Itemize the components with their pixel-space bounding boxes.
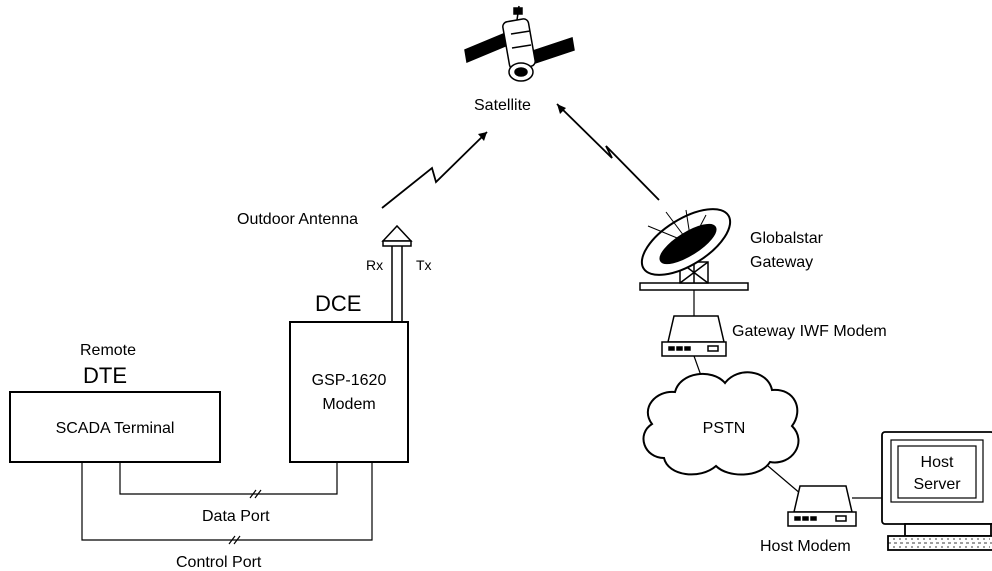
host-computer-icon [881, 431, 992, 551]
remote-label: Remote [80, 342, 136, 359]
scada-terminal-box [9, 391, 221, 463]
pstn-cloud [642, 371, 800, 476]
scada-terminal-label: SCADA Terminal [56, 420, 175, 437]
modem-label-line1: GSP-1620 [312, 372, 387, 389]
rx-label: Rx [366, 257, 383, 273]
gsp-modem-box [289, 321, 409, 463]
host-label-line1: Host [921, 454, 954, 471]
modem-label-line2: Modem [322, 396, 375, 413]
host-modem-icon [787, 485, 857, 527]
antenna-icon [381, 224, 413, 322]
gateway-label-line1: Globalstar [750, 230, 824, 247]
satellite-icon [464, 5, 575, 82]
host-modem-label: Host Modem [760, 538, 851, 555]
satellite-label: Satellite [474, 97, 531, 114]
gateway-label-line2: Gateway [750, 254, 813, 271]
uplink-bolt-left [381, 131, 488, 209]
gateway-modem-icon [661, 315, 727, 357]
data-port-cable [119, 462, 338, 499]
satellite-dish-icon [639, 208, 749, 291]
control-port-cable [81, 462, 373, 545]
data-port-label: Data Port [202, 508, 270, 525]
tx-label: Tx [416, 257, 432, 273]
dte-label: DTE [83, 363, 127, 388]
pstn-label: PSTN [703, 420, 746, 437]
dce-label: DCE [315, 291, 361, 316]
uplink-bolt-right [556, 103, 660, 201]
host-label-line2: Server [913, 476, 961, 493]
gateway-modem-label: Gateway IWF Modem [732, 323, 887, 340]
outdoor-antenna-label: Outdoor Antenna [237, 211, 358, 228]
control-port-label: Control Port [176, 554, 262, 571]
